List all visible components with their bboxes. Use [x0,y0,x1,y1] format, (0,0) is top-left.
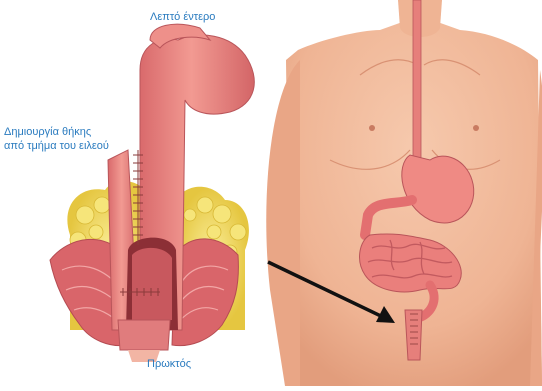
human-torso [266,0,542,386]
rectum-label: Πρωκτός [147,357,191,371]
small-intestine-label: Λεπτό έντερο [150,10,215,24]
pouch-creation-label-line2: από τμήμα του ειλεού [4,139,109,153]
ileal-pouch-in-body [405,310,422,360]
anal-canal [118,320,170,362]
pouch-creation-label-line1: Δημιουργία θήκης [4,125,91,139]
esophagus [413,0,421,165]
